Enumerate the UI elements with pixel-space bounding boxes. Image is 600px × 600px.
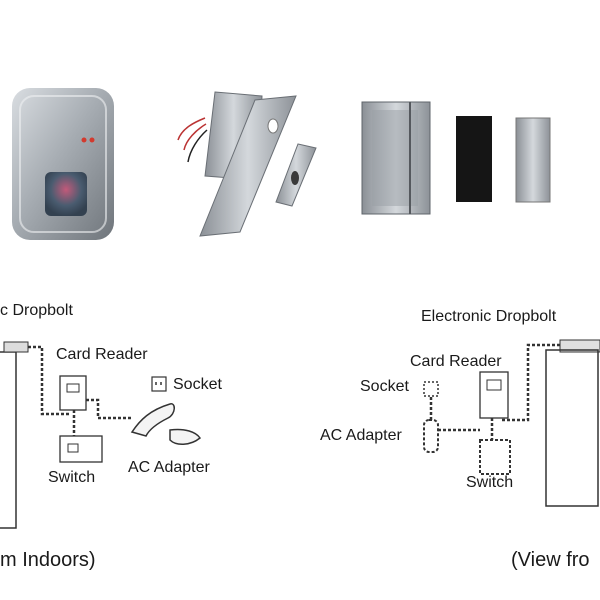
electronic-dropbolt-photo (177, 91, 317, 237)
switch-icon (59, 435, 103, 463)
card-reader-window-icon-right (486, 379, 502, 391)
door-frame-right (545, 349, 599, 507)
right-socket-label: Socket (360, 378, 409, 395)
right-card-reader-label: Card Reader (410, 353, 502, 370)
right-caption: (View fro (511, 549, 590, 571)
bracket-photo (361, 101, 431, 215)
left-socket-label: Socket (173, 376, 222, 393)
socket-icon (151, 376, 167, 392)
right-dropbolt-label: Electronic Dropbolt (421, 308, 557, 325)
card-reader-window-icon (66, 383, 80, 393)
left-dropbolt-label: c Dropbolt (0, 302, 73, 319)
socket-icon-right (423, 381, 439, 397)
left-card-reader-label: Card Reader (56, 346, 148, 363)
right-installation-diagram (423, 339, 600, 507)
wire-dropbolt-reader (28, 345, 70, 416)
left-caption: m Indoors) (0, 549, 96, 571)
switch-icon-right (479, 439, 511, 475)
card-reader-icon (59, 375, 87, 411)
steel-plate-photo (515, 117, 551, 203)
wire-dropbolt-reader-right (500, 343, 560, 422)
right-ac-adapter-label: AC Adapter (320, 427, 402, 444)
switch-key-icon (67, 443, 79, 453)
left-installation-diagram (0, 341, 202, 529)
dropbolt-icon (3, 341, 29, 353)
ac-adapter-icon (130, 403, 175, 437)
left-switch-label: Switch (48, 469, 96, 486)
wire-reader-adapter (86, 398, 132, 420)
left-ac-adapter-label: AC Adapter (128, 459, 210, 476)
door-frame (0, 351, 17, 529)
ac-adapter-icon-right (423, 419, 439, 453)
right-switch-label: Switch (466, 474, 514, 491)
magnet-plate-photo (456, 116, 492, 202)
card-reader-icon-right (479, 371, 509, 419)
card-reader-photo (12, 88, 114, 240)
